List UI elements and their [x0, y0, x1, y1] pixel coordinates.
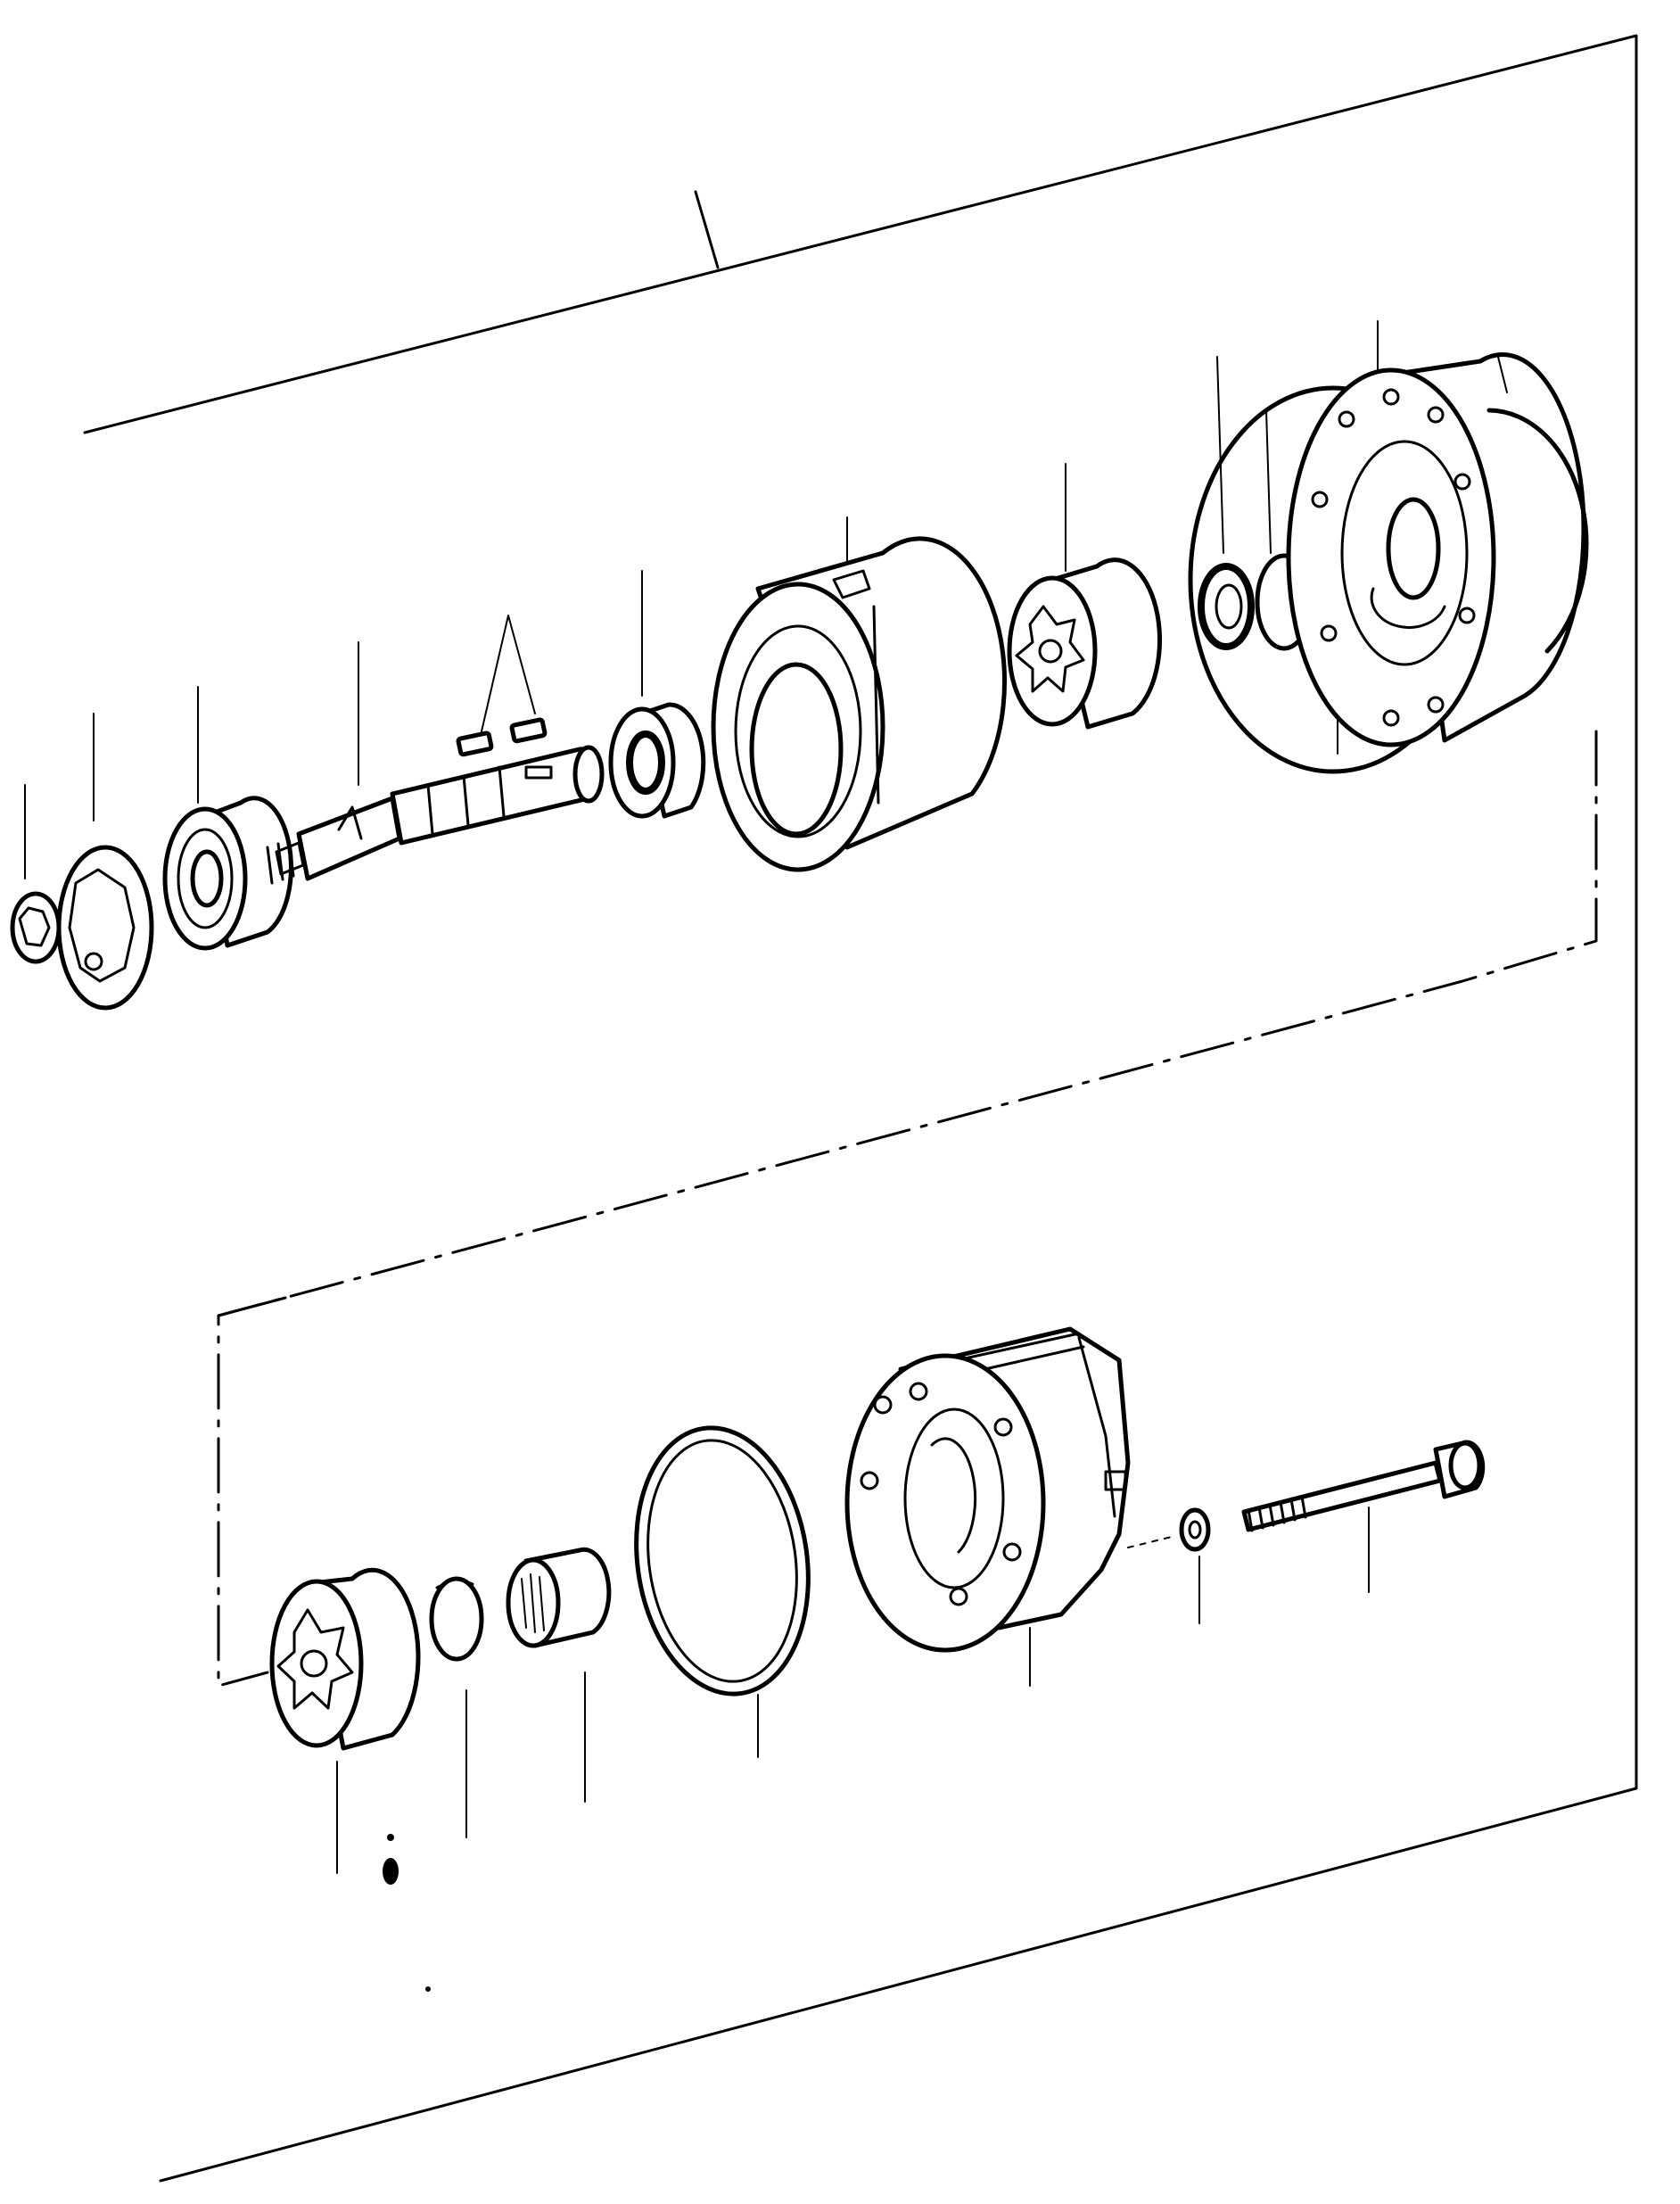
snap-ring-outer: [10, 891, 62, 964]
end-cover-bore: [1386, 497, 1441, 600]
ball-bearing-race: [177, 828, 234, 929]
end-cover-hole-2: [1382, 388, 1400, 406]
pump-housing-recess: [734, 624, 862, 838]
key-left: [456, 731, 494, 757]
shaft-end: [572, 745, 605, 804]
shaft-keys: [456, 615, 548, 757]
end-cover-hole-8: [1320, 624, 1338, 642]
ink-spot-3: [425, 1986, 431, 1992]
sealing-ring-outer: [634, 1425, 811, 1696]
shaft-thread-lines: [266, 838, 295, 885]
rear-housing: [844, 1326, 1131, 1687]
shaft-keyway: [524, 765, 553, 780]
leader-o-ring-large: [1497, 356, 1508, 393]
retaining-ring-ends: [435, 1579, 474, 1589]
needle-bearing-needles: [521, 1573, 545, 1633]
gerotor-lower-center: [300, 1649, 328, 1678]
gerotor-set-upper: [1007, 463, 1163, 730]
ink-spot-1: [383, 1858, 399, 1885]
gerotor-upper-lobes: [1015, 605, 1085, 693]
shaft-seal: [608, 570, 706, 819]
gerotor-upper-center: [1038, 639, 1063, 664]
end-cover-hole-9: [1311, 491, 1329, 508]
shaft-taper-key: [337, 805, 363, 840]
shaft-seal-face: [608, 706, 676, 819]
shaft-seal-lip: [626, 731, 665, 795]
connector-dashdot: [217, 730, 1598, 1688]
end-cover-pocket: [1340, 440, 1469, 666]
rear-housing-kidney: [930, 1437, 977, 1554]
snap-ring-small: [10, 784, 62, 964]
cap-screw: [1241, 1440, 1486, 1593]
end-cover-hole-1: [1338, 410, 1355, 428]
ball-bearing-bore: [190, 849, 224, 908]
lip-seal-inner: [1215, 583, 1243, 630]
ink-spot-2: [387, 1834, 394, 1841]
leader-lip-seal: [1216, 356, 1224, 554]
washer-ring: [1179, 1507, 1211, 1552]
rear-housing-hole-5: [1002, 1542, 1022, 1562]
rear-housing-hole-6: [949, 1587, 968, 1606]
end-cover-hole-7: [1382, 709, 1400, 727]
ink-spots: [383, 1834, 431, 1992]
washer-axis: [1127, 1535, 1176, 1548]
key-right: [509, 717, 548, 744]
cap-screw-head-face: [1448, 1440, 1482, 1490]
end-cover: [1188, 320, 1586, 774]
lock-plate-tab: [84, 952, 103, 971]
pump-housing-bore: [749, 662, 844, 837]
assembly-frame: [83, 34, 1638, 2183]
end-cover-hole-3: [1427, 406, 1445, 424]
connector-stub: [217, 1296, 287, 1317]
cap-screw-thread: [1247, 1495, 1307, 1532]
ball-bearing: [162, 686, 293, 951]
rear-housing-hole-2: [860, 1471, 879, 1490]
rear-housing-tab: [1104, 1470, 1127, 1491]
gerotor-lower-face: [269, 1579, 364, 1748]
lip-seal-outer: [1198, 563, 1255, 650]
lock-plate-cutout: [68, 868, 136, 983]
pump-housing-notch: [832, 569, 871, 599]
pump-housing: [711, 516, 1008, 872]
assembly-leader-line: [694, 190, 720, 269]
washer-hole: [1188, 1520, 1202, 1539]
shaft-grooves: [426, 765, 506, 836]
gerotor-upper-face: [1007, 575, 1098, 727]
o-ring-large: [1486, 356, 1589, 654]
rear-housing-bore: [903, 1407, 1005, 1589]
lock-plate: [56, 713, 154, 1011]
retaining-ring-body: [429, 1576, 484, 1662]
washer: [1127, 1507, 1211, 1624]
end-cover-hole-4: [1454, 473, 1471, 491]
leader-shaft-keys: [481, 615, 536, 732]
end-cover-hole-6: [1427, 696, 1445, 714]
sealing-ring-inner: [646, 1439, 798, 1683]
gerotor-set-lower: [269, 1567, 421, 1874]
rear-housing-hole-3: [909, 1382, 928, 1401]
rear-housing-hole-4: [993, 1417, 1013, 1437]
frame-outline: [83, 34, 1638, 2183]
drive-shaft: [266, 641, 605, 885]
lock-plate-body: [56, 845, 154, 1011]
sealing-ring: [634, 1425, 811, 1758]
end-cover-face: [1286, 367, 1496, 747]
needle-bearing: [506, 1547, 612, 1803]
retaining-ring: [429, 1576, 484, 1838]
rear-housing-hole-1: [873, 1395, 893, 1415]
snap-ring-teeth: [18, 906, 51, 947]
o-ring-large-ring: [1486, 408, 1589, 654]
lip-seal: [1198, 356, 1255, 650]
leader-o-ring-small: [1265, 409, 1272, 554]
pump-housing-step: [872, 605, 880, 805]
end-cover-hole-5: [1458, 607, 1476, 624]
shaft-body: [390, 747, 597, 846]
end-cover-kidney: [1370, 587, 1446, 630]
gerotor-lower-lobes: [276, 1608, 354, 1710]
